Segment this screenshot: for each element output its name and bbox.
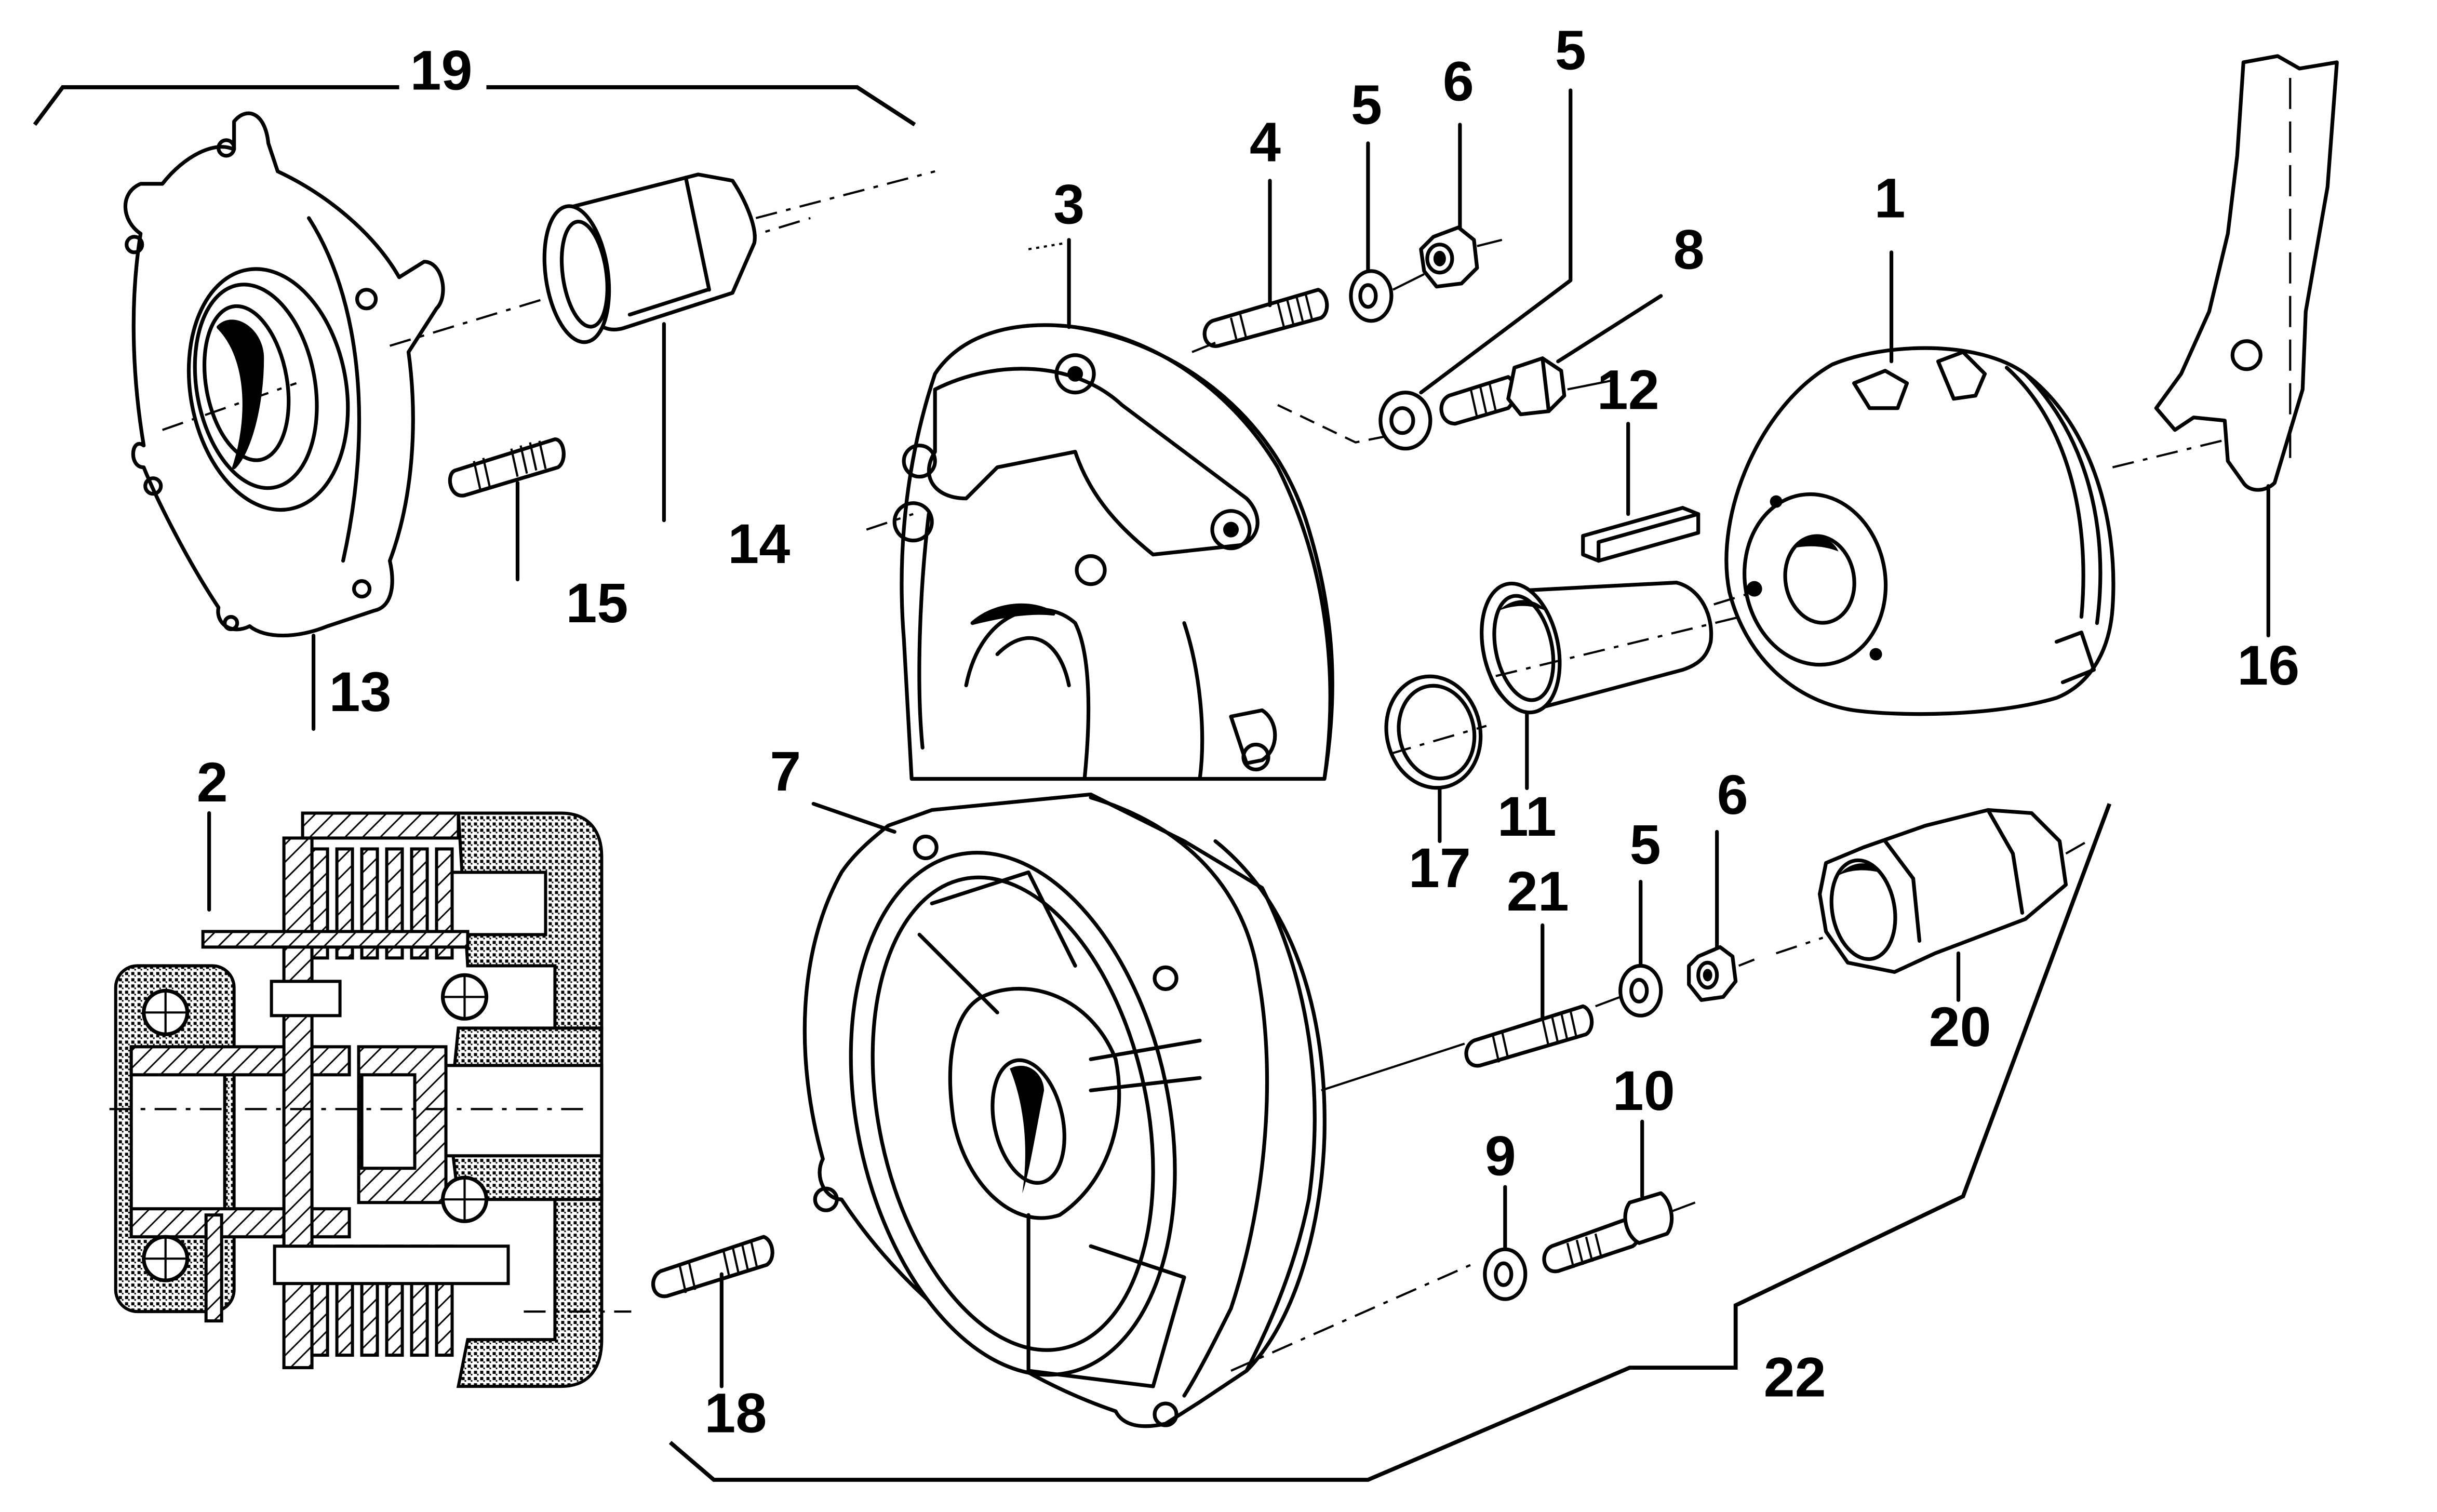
label-12[interactable]: 12 [1597,358,1659,421]
label-5-low[interactable]: 5 [1630,813,1661,876]
part-3-housing-cover [866,238,1334,781]
part-5-washer-low [1595,879,1663,1018]
part-8-bolt [1439,294,1663,426]
label-group-19[interactable]: 19 [410,38,472,101]
part-6-nut-low [1687,829,1824,1002]
part-4-stud [1191,179,1329,353]
part-16-lever [2154,54,2339,638]
part-6-nut-top [1392,123,1503,291]
label-5-top[interactable]: 5 [1351,73,1382,136]
label-18[interactable]: 18 [704,1382,767,1444]
part-2-clutch-section [109,811,632,1388]
group-bracket-19 [33,85,916,127]
label-15[interactable]: 15 [566,571,628,634]
label-20[interactable]: 20 [1929,995,1991,1058]
part-1-clutch-drum [1713,250,2228,716]
label-10[interactable]: 10 [1613,1059,1675,1122]
part-20-sleeve-nut [1818,808,2088,1002]
part-7-bell-housing [802,792,1471,1428]
part-13-flange-cover [123,111,811,731]
label-2[interactable]: 2 [197,751,228,813]
label-8[interactable]: 8 [1673,218,1705,280]
label-3[interactable]: 3 [1053,172,1084,235]
label-7[interactable]: 7 [770,740,801,802]
label-group-22[interactable]: 22 [1764,1346,1826,1409]
group-bracket-22 [668,803,2112,1482]
part-5-washer-mid [1277,88,1573,451]
part-14-sleeve [542,170,935,523]
label-5-mid[interactable]: 5 [1555,18,1586,81]
part-18-stud [651,1235,774,1388]
part-5-washer-top [1349,141,1394,323]
label-6-low[interactable]: 6 [1717,763,1748,826]
label-17[interactable]: 17 [1409,836,1471,899]
label-6-top[interactable]: 6 [1443,49,1474,112]
part-15-stud [448,437,566,582]
label-13[interactable]: 13 [329,660,392,723]
callout-labels: 19 13 15 14 3 4 5 6 5 8 1 12 16 2 7 17 1… [197,18,2300,1444]
part-12-key [1581,422,1700,563]
part-11-bushing [1480,581,1792,791]
part-21-stud [1464,923,1594,1068]
label-4[interactable]: 4 [1250,110,1281,173]
label-14[interactable]: 14 [728,512,790,575]
part-9-washer [1483,1185,1528,1301]
label-1[interactable]: 1 [1874,166,1906,229]
part-10-bolt [1542,1119,1696,1274]
part-17-ring [1384,674,1487,844]
label-11[interactable]: 11 [1497,785,1557,848]
label-16[interactable]: 16 [2237,634,2299,697]
label-21[interactable]: 21 [1507,860,1569,922]
label-9[interactable]: 9 [1485,1125,1516,1187]
